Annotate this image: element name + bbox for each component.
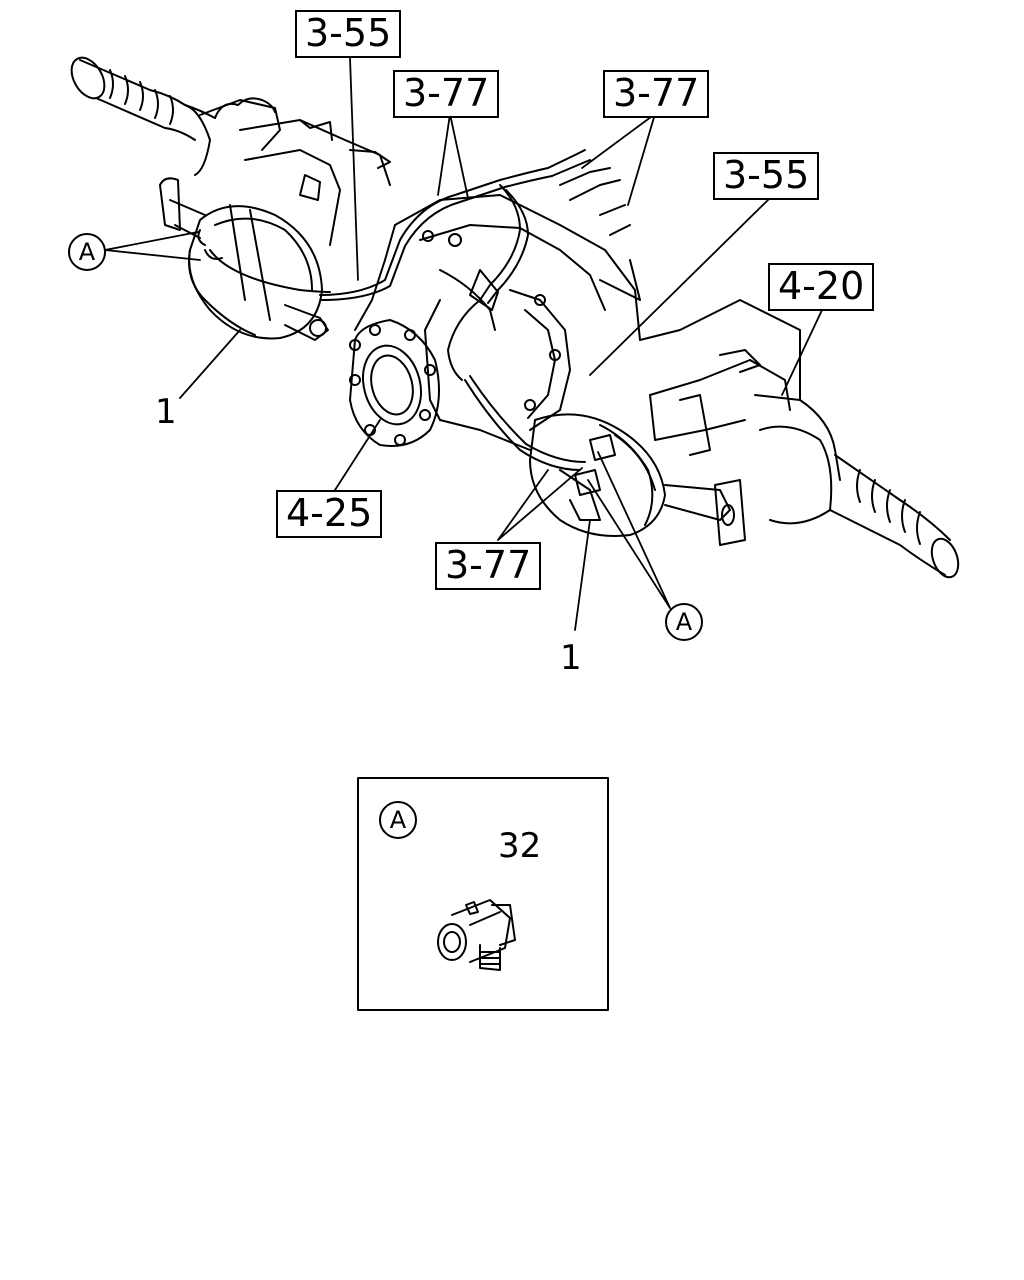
ref-3-55-top: 3-55 (295, 10, 402, 58)
part-1-left-label: 1 (155, 392, 177, 432)
elbow-fitting-part-32 (437, 899, 516, 971)
ref-4-20: 4-20 (768, 263, 875, 311)
right-axle-tube (639, 299, 960, 579)
left-brake-chamber (169, 199, 331, 341)
view-a-marker-right: A (665, 603, 703, 641)
part-1-bottom-label: 1 (560, 638, 582, 678)
differential-housing (354, 194, 641, 451)
left-axle-tube (70, 56, 391, 246)
ref-3-77-bottom: 3-77 (435, 542, 542, 590)
brake-lines (319, 149, 631, 471)
ref-4-25: 4-25 (276, 490, 383, 538)
leader-lines (104, 57, 823, 903)
axle-flange (349, 319, 440, 447)
right-brake-chamber (529, 413, 746, 546)
ref-3-77-left: 3-77 (393, 70, 500, 118)
ref-3-77-right: 3-77 (603, 70, 710, 118)
view-a-marker-left: A (68, 233, 106, 271)
inset-view-a-label: A (379, 801, 417, 839)
ref-3-55-right: 3-55 (713, 152, 820, 200)
part-32-label: 32 (498, 826, 542, 866)
